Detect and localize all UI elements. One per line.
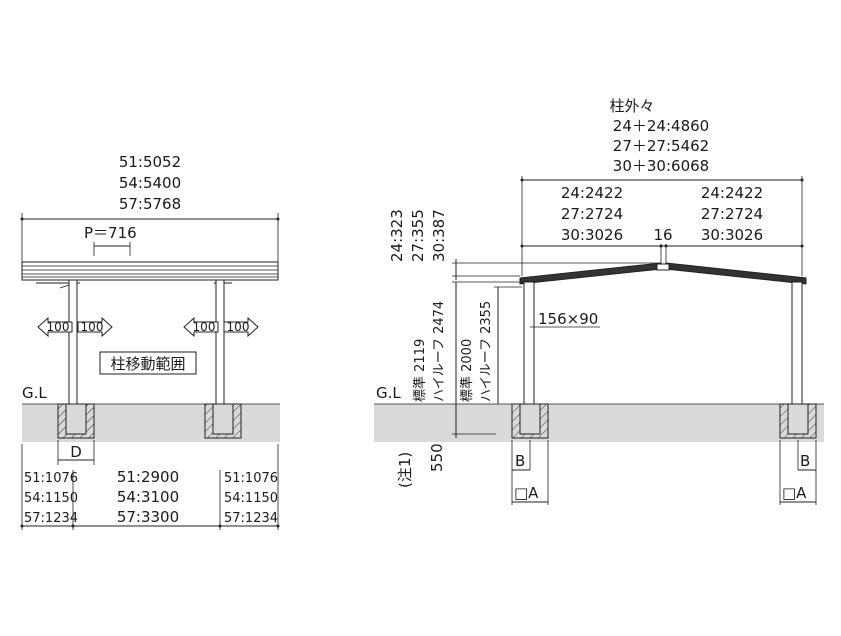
- depth-note: (注1): [396, 452, 414, 488]
- side-arrow-left-1: 100: [47, 320, 70, 334]
- height-inner-1: 標準 2000: [459, 339, 475, 402]
- post-size-label: 156×90: [538, 310, 598, 328]
- front-post-left: [523, 281, 535, 405]
- b-right: B: [800, 452, 810, 470]
- b-left: B: [515, 452, 525, 470]
- center-span-2: 54:3100: [117, 488, 179, 506]
- depth-value: 550: [428, 443, 446, 472]
- gap-label: 16: [653, 226, 672, 244]
- half-left-1: 24:2422: [561, 184, 623, 202]
- outer-width-1: 24＋24:4860: [613, 117, 709, 135]
- outer-title: 柱外々: [609, 97, 654, 115]
- outer-width-3: 30＋30:6068: [613, 157, 709, 175]
- right-offset-2: 54:1150: [224, 491, 278, 506]
- side-view: G.L 51:5052 54:5400 57:5768 P＝716: [20, 153, 280, 530]
- half-right-1: 24:2422: [701, 184, 763, 202]
- side-ground-label: G.L: [22, 384, 47, 402]
- height-inner-2: ハイルーフ 2355: [479, 301, 494, 402]
- front-view: G.L 柱外々 24＋24:4860 27＋27:5462 30＋30:6068…: [374, 97, 824, 505]
- rise-1: 24:323: [388, 209, 406, 262]
- center-span-1: 51:2900: [117, 468, 179, 486]
- side-arrow-right-2: 100: [227, 320, 250, 334]
- height-outer-2: ハイルーフ 2474: [432, 301, 447, 402]
- side-post-base-left: [65, 403, 87, 435]
- left-offset-3: 57:1234: [24, 511, 78, 526]
- half-left-2: 27:2724: [561, 205, 623, 223]
- left-offset-2: 54:1150: [24, 491, 78, 506]
- front-ground: [374, 404, 824, 442]
- half-right-2: 27:2724: [701, 205, 763, 223]
- front-gable-roof: [519, 262, 807, 285]
- side-overall-width-1: 51:5052: [119, 153, 181, 171]
- side-pitch-label: P＝716: [84, 224, 137, 242]
- half-right-3: 30:3026: [701, 226, 763, 244]
- height-outer-1: 標準 2119: [412, 339, 428, 402]
- side-post-left: [68, 279, 78, 405]
- right-offset-3: 57:1234: [224, 511, 278, 526]
- half-left-3: 30:3026: [561, 226, 623, 244]
- post-range-box: [99, 351, 197, 375]
- left-offset-1: 51:1076: [24, 471, 78, 486]
- side-arrow-right-1: 100: [81, 320, 104, 334]
- side-post-right: [215, 279, 225, 405]
- front-ground-label: G.L: [376, 384, 401, 402]
- side-move-arrows-right: 100 100: [183, 316, 259, 338]
- side-move-arrows-left: 100 100: [37, 316, 113, 338]
- right-offset-1: 51:1076: [224, 471, 278, 486]
- front-post-right: [791, 281, 803, 405]
- side-overall-width-3: 57:5768: [119, 195, 181, 213]
- post-range-label: 柱移動範囲: [110, 355, 185, 373]
- center-span-3: 57:3300: [117, 508, 179, 526]
- a-right: □A: [782, 484, 807, 502]
- d-label: D: [70, 443, 82, 461]
- side-arrow-left-2: 100: [193, 320, 216, 334]
- side-overall-width-2: 54:5400: [119, 174, 181, 192]
- outer-width-2: 27＋27:5462: [613, 137, 709, 155]
- side-post-base-right: [212, 403, 234, 435]
- rise-2: 27:355: [409, 209, 427, 262]
- side-roof: [21, 261, 279, 281]
- a-left: □A: [514, 484, 539, 502]
- rise-3: 30:387: [430, 209, 448, 262]
